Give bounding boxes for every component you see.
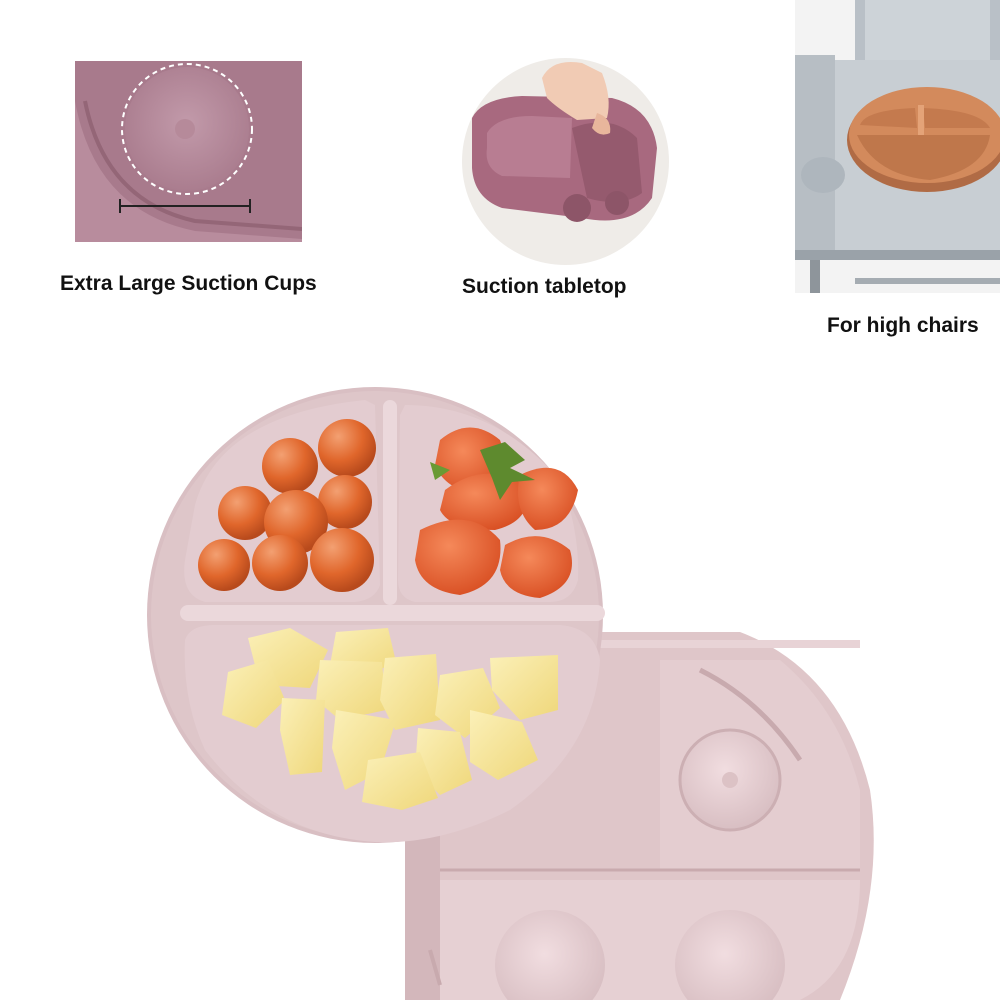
caption-suction-cups: Extra Large Suction Cups bbox=[60, 272, 317, 295]
apple-pieces bbox=[222, 628, 558, 810]
high-chair-image bbox=[795, 0, 1000, 293]
suction-cup-closeup-image bbox=[75, 61, 302, 242]
caption-high-chairs: For high chairs bbox=[827, 314, 979, 337]
strawberries bbox=[415, 427, 578, 598]
suction-tabletop-image bbox=[462, 58, 669, 265]
cherry-tomatoes bbox=[198, 419, 376, 592]
divided-suction-plate-image bbox=[140, 370, 900, 1000]
caption-suction-tabletop: Suction tabletop bbox=[462, 275, 627, 298]
